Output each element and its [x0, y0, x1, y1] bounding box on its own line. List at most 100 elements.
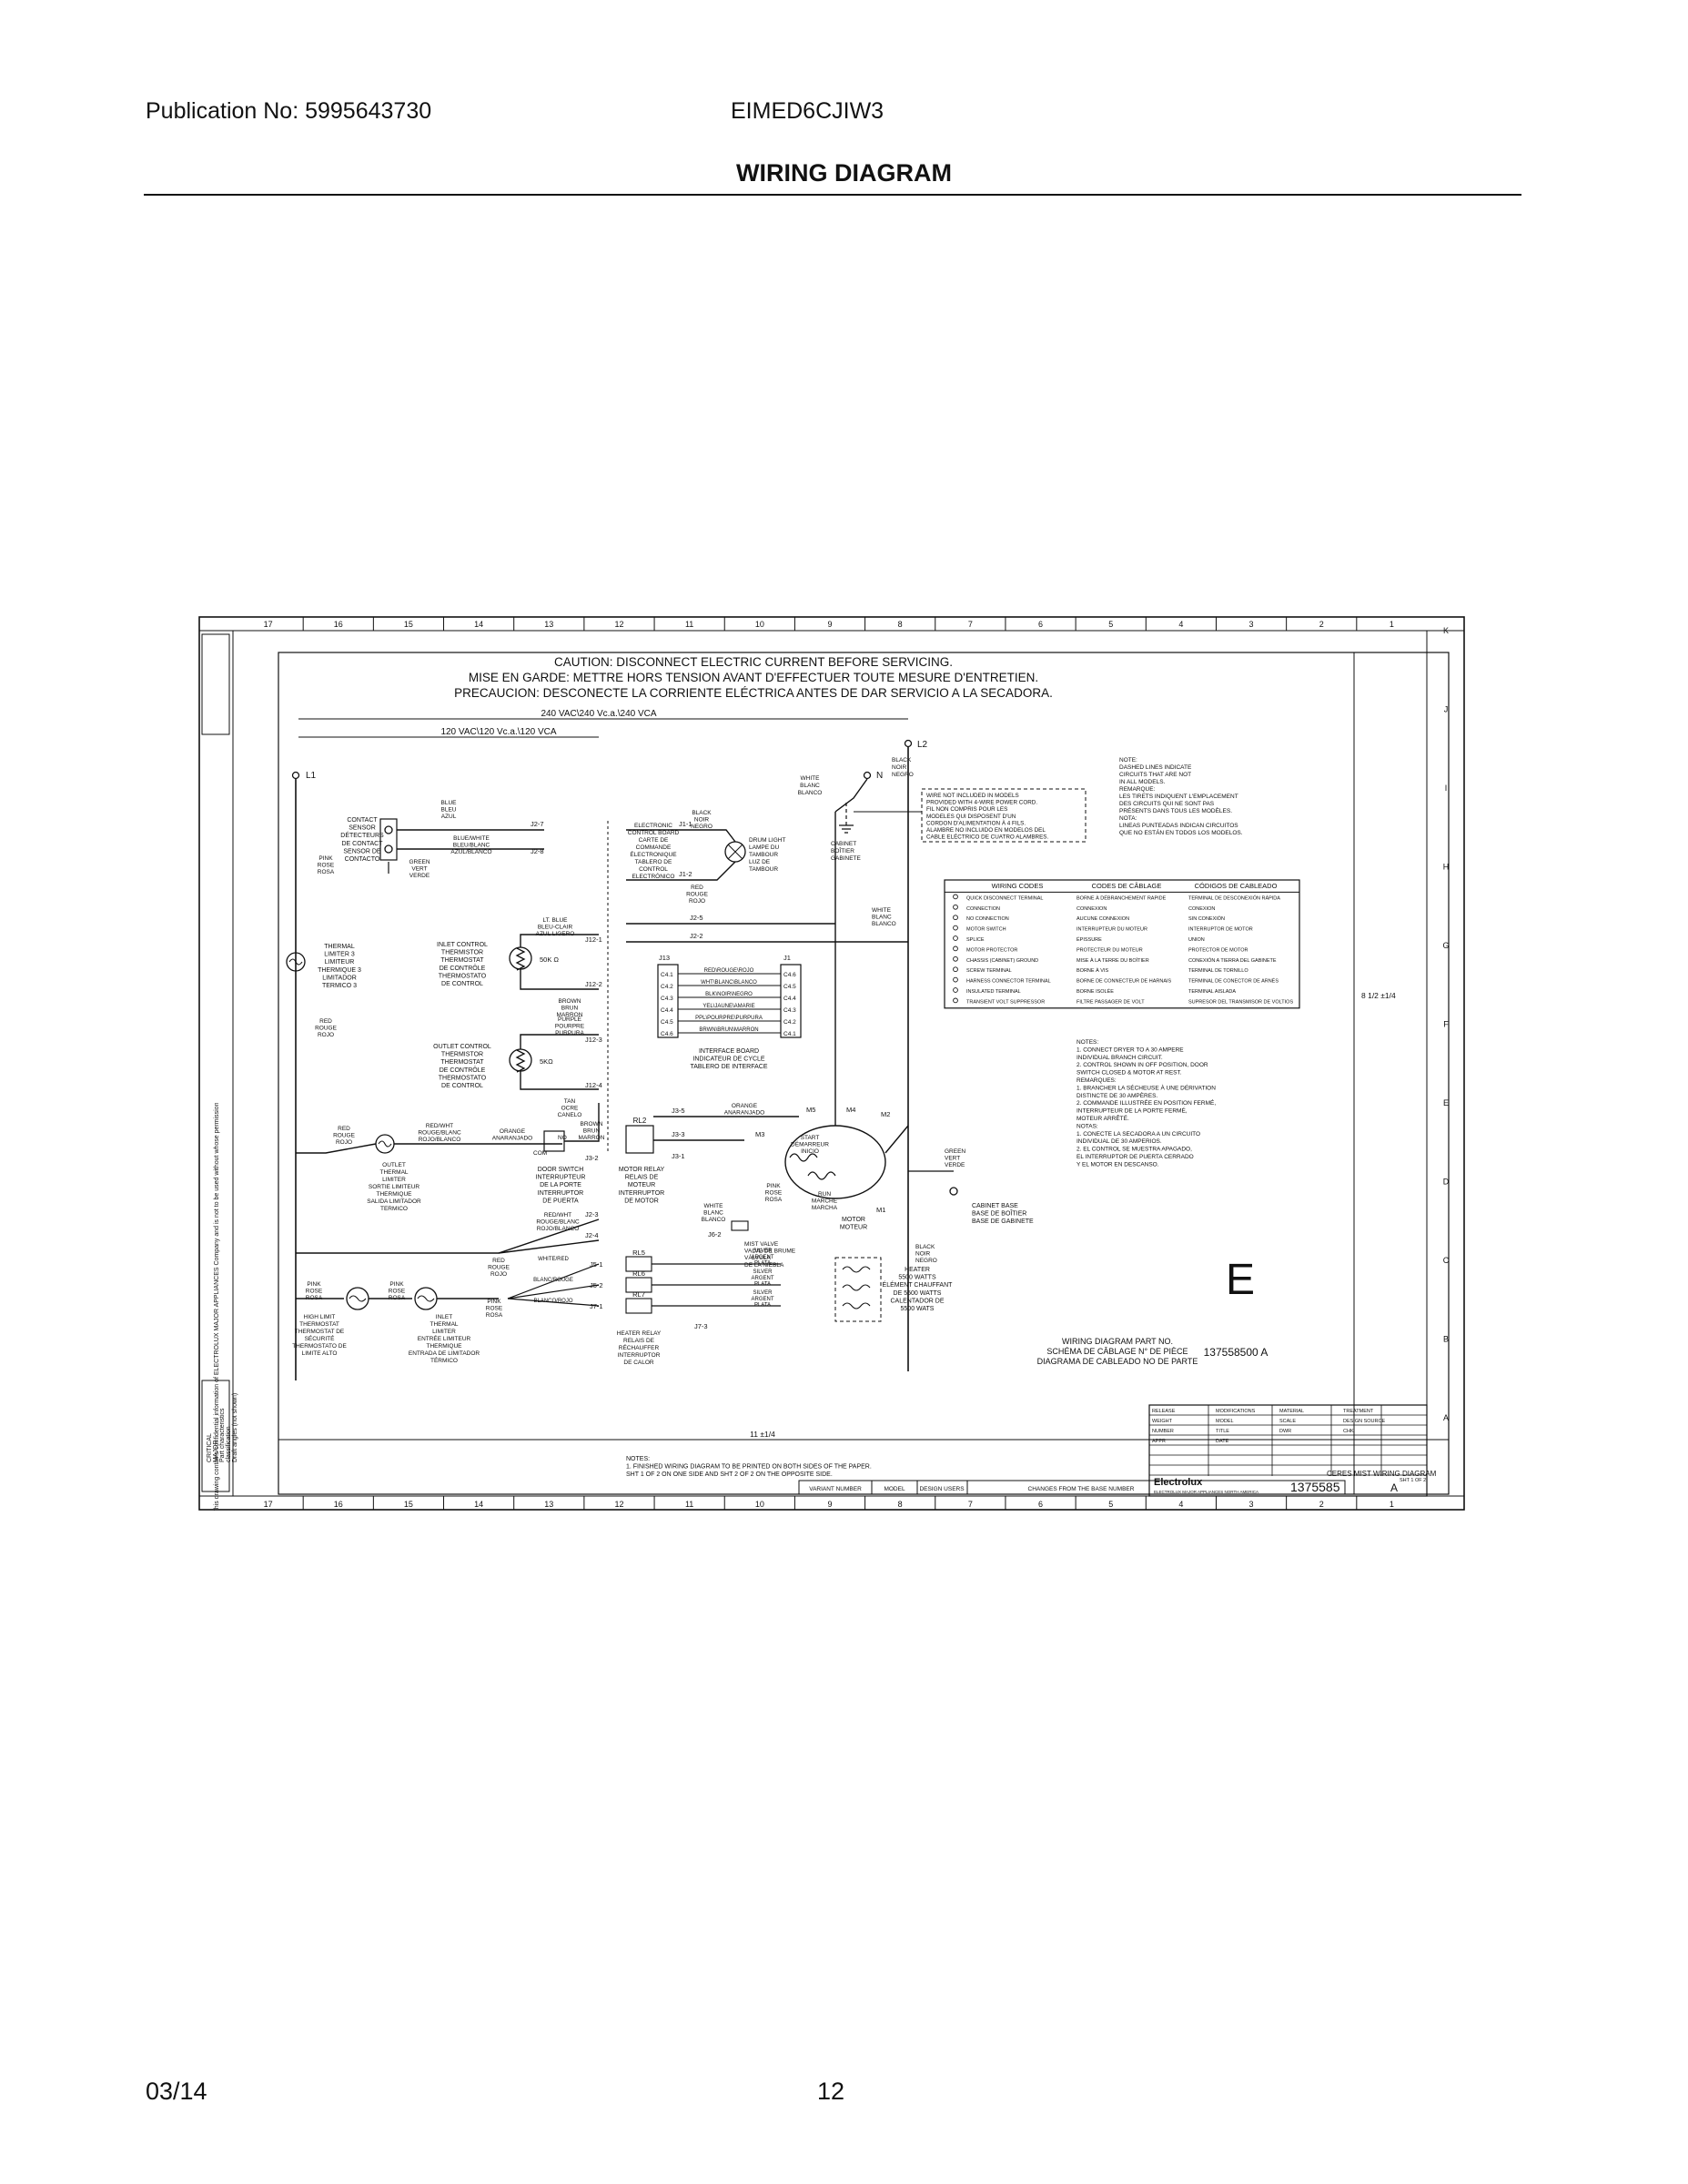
company-name: ELECTROLUX MAJOR APPLIANCES NORTH AMERIC… [1154, 1490, 1258, 1494]
wiring-code-fr: MISE À LA TERRE DU BOÎTIER [1076, 957, 1149, 964]
red-wire [626, 861, 736, 881]
document-title: CERES MIST WIRING DIAGRAM [1327, 1470, 1437, 1478]
brand-logo: Electrolux [1154, 1477, 1203, 1488]
black-wire [626, 829, 736, 843]
wiring-code-symbol [953, 997, 958, 1004]
dashed-lines-note: QUE NO ESTÁN EN TODOS LOS MODELOS. [1119, 828, 1243, 836]
wiring-code-es: INTERRUPTOR DE MOTOR [1188, 927, 1253, 933]
dryer-notes: 1. CONNECT DRYER TO A 30 AMPERE [1076, 1046, 1184, 1053]
inlet-limiter-label: ENTRADA DE LIMITADOR [409, 1350, 480, 1357]
page-title: WIRING DIAGRAM [736, 159, 952, 187]
mist-valve-label: VÁLVULA [744, 1253, 771, 1261]
connector-j3-2: J3-2 [585, 1154, 599, 1162]
connector-j2-8: J2-8 [531, 847, 544, 855]
motor-terminal-m1: M1 [876, 1206, 885, 1214]
wiring-code-es: SUPRESOR DEL TRANSMISOR DE VOLTIOS [1188, 999, 1293, 1005]
j1-pin: C4.3 [783, 1007, 796, 1014]
red-lower-label: ROUGE [488, 1265, 510, 1271]
inlet-resistance: 50K Ω [540, 956, 559, 964]
dryer-notes: REMARQUES: [1076, 1077, 1117, 1084]
wire-note-text: MODELES QUI DISPOSENT D'UN [926, 814, 1016, 820]
connector-j12-4: J12-4 [585, 1081, 602, 1089]
red-lower-label: RED [492, 1258, 505, 1264]
title-block-field: MODEL [1216, 1419, 1234, 1424]
pink-highlimit-label: ROSA [306, 1295, 323, 1301]
red-wire [296, 1143, 377, 1154]
outlet-limiter-label: THERMIQUE [377, 1191, 413, 1198]
pink-l1-label: ROSE [318, 863, 335, 869]
title-block-field: TITLE [1216, 1429, 1229, 1434]
frame-column-label: 2 [1319, 620, 1324, 629]
frame-column-label: 11 [685, 620, 693, 629]
inlet-limiter-label: THERMAL [430, 1321, 458, 1328]
frame-column-label: 11 [685, 1500, 693, 1509]
red-outlet-label: RED [338, 1126, 350, 1132]
motor-run-label: RUN [818, 1191, 831, 1198]
wiring-code-es: TERMINAL DE TORNILLO [1188, 968, 1248, 974]
wiring-code-en: CONNECTION [966, 906, 1000, 912]
wiring-code-fr: INTERRUPTEUR DU MOTEUR [1076, 927, 1147, 933]
dimension-horizontal-label: 11 ±1/4 [750, 1430, 775, 1439]
frame-row-label: A [1443, 1413, 1449, 1422]
title-block-field: APPR [1152, 1439, 1166, 1444]
heater-label: DE 5500 WATTS [894, 1290, 942, 1297]
wiring-code-en: NO CONNECTION [966, 916, 1009, 922]
mist-valve-label: DE LA NIEBLA [744, 1262, 784, 1269]
relay-rl2-label: RL2 [633, 1117, 647, 1125]
pink-heater-label: ROSE [486, 1306, 503, 1312]
motor-green-label: GREEN [945, 1148, 965, 1155]
high-limit-label: THERMOSTAT [299, 1321, 339, 1328]
connector-j13 [657, 964, 679, 1038]
frame-column-label: 15 [404, 1500, 413, 1509]
frame-column-label: 9 [827, 1500, 832, 1509]
wire-note-text: FIL NON COMPRIS POUR LES [926, 806, 1007, 813]
motor-relay-label: MOTEUR [628, 1182, 655, 1188]
thermal-limiter-3-label: THERMIQUE 3 [318, 967, 361, 974]
heater-relay-connector: J7-1 [590, 1302, 603, 1310]
outlet-limiter-label: TERMICO [380, 1206, 408, 1212]
title-block-field: MODIFICATIONS [1216, 1409, 1256, 1414]
dashed-lines-note: DASHED LINES INDICATE [1119, 764, 1192, 771]
interface-wire-label: YEL\JAUNE\AMARIE [702, 1004, 754, 1009]
frame-column-label: 10 [755, 1500, 764, 1509]
wiring-code-es: TERMINAL AISLADA [1188, 989, 1236, 995]
wiring-code-fr: BORNE À VIS [1076, 967, 1108, 974]
title-block-field: RELEASE [1152, 1409, 1176, 1414]
board-white-label: WHITE [872, 907, 892, 914]
thermal-limiter-3-label: THERMAL [324, 944, 355, 950]
frame-column-label: 5 [1108, 620, 1113, 629]
black-wire-label: BLACK [892, 757, 912, 763]
heater-relay-label: RL5 [632, 1249, 645, 1257]
brown-wire [564, 1103, 600, 1142]
wiring-code-en: HARNESS CONNECTOR TERMINAL [966, 979, 1051, 985]
j1-pin: C4.2 [783, 1019, 796, 1026]
dashed-lines-note: PRÉSENTS DANS TOUS LES MODÈLES. [1119, 806, 1232, 814]
frame-column-label: 14 [474, 1500, 483, 1509]
pink-inlet-label: ROSE [389, 1289, 406, 1295]
connector-j12-1: J12-1 [585, 935, 602, 944]
variant-header: MODEL [884, 1486, 905, 1492]
motor-pink-label: PINK [766, 1183, 781, 1189]
connector-j12-3: J12-3 [585, 1036, 602, 1044]
wiring-code-symbol [953, 976, 958, 983]
inlet-limiter-label: INLET [436, 1314, 452, 1320]
inlet-limiter-label: LIMITER [432, 1329, 456, 1335]
outlet-limiter-label: SORTIE LIMITEUR [369, 1184, 420, 1190]
heater-relay-label-block: RELAIS DE [623, 1338, 655, 1344]
motor-label: MOTOR [842, 1217, 865, 1223]
interface-board-label: INDICATEUR DE CYCLE [692, 1057, 765, 1063]
page-number: 12 [817, 2078, 845, 2105]
dryer-notes: SWITCH CLOSED & MOTOR AT REST. [1076, 1070, 1182, 1077]
mist-white-label: WHITE [704, 1203, 724, 1209]
wiring-code-es: TERMINAL DE DESCONEXIÓN RÁPIDA [1188, 895, 1280, 901]
outlet-thermistor-symbol [515, 1049, 526, 1073]
outlet-thermistor-label: THERMOSTATO [439, 1075, 487, 1081]
drum-black-label: NEGRO [691, 824, 713, 830]
white-red-wire [507, 1284, 600, 1299]
lt-blue-label: LT. BLUE [543, 917, 569, 924]
drum-light-label: TAMBOUR [749, 866, 778, 873]
title-block-field: DATE [1216, 1439, 1229, 1444]
voltage-240-label: 240 VAC\240 Vc.a.\240 VCA [541, 709, 656, 719]
outlet-thermistor-label: DE CONTROL [441, 1083, 483, 1089]
cabinet-base-ground [949, 1187, 958, 1196]
